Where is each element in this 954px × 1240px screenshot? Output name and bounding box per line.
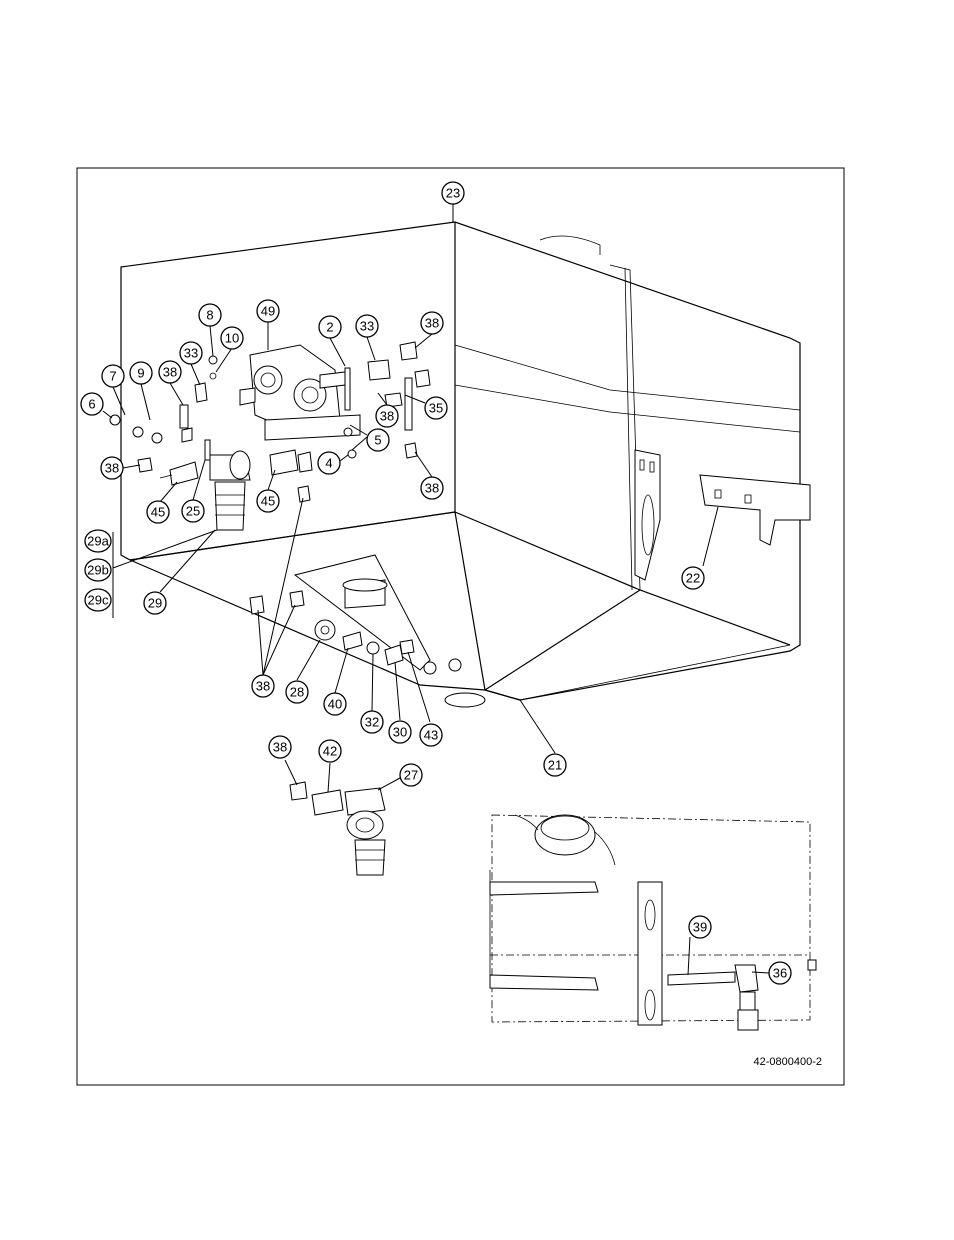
callout-27-text: 27 — [404, 768, 418, 783]
callout-29-text: 29 — [148, 596, 162, 611]
pump-assembly — [239, 344, 361, 441]
callout-40: 40 — [323, 692, 347, 716]
callout-4-text: 4 — [325, 456, 332, 471]
hose-fittings-right — [208, 341, 431, 459]
callout-38-text: 38 — [380, 409, 394, 424]
callout-39: 39 — [688, 915, 712, 939]
callout-35-text: 35 — [429, 401, 443, 416]
callout-43-text: 43 — [424, 728, 438, 743]
callout-7: 7 — [101, 364, 125, 388]
callout-35: 35 — [424, 396, 448, 420]
callout-28: 28 — [285, 680, 309, 704]
callout-30: 30 — [388, 720, 412, 744]
callout-45-text: 45 — [151, 505, 165, 520]
callout-43: 43 — [419, 723, 443, 747]
callout-9-text: 9 — [137, 366, 144, 381]
callout-39-text: 39 — [693, 920, 707, 935]
callout-29: 29 — [143, 591, 167, 615]
callout-29c: 29c — [84, 588, 112, 612]
document-number: 42-0800400-2 — [753, 1056, 822, 1068]
callout-38: 38 — [100, 456, 124, 480]
callout-38-text: 38 — [425, 316, 439, 331]
callout-29a-text: 29a — [87, 534, 109, 549]
callout-28-text: 28 — [290, 685, 304, 700]
callout-23-text: 23 — [446, 186, 460, 201]
callout-36: 36 — [768, 961, 792, 985]
callout-29b-text: 29b — [87, 563, 109, 578]
callout-45: 45 — [256, 489, 280, 513]
callout-22: 22 — [681, 566, 705, 590]
callout-42-text: 42 — [323, 744, 337, 759]
filter-assembly — [289, 781, 386, 876]
callout-7-text: 7 — [109, 369, 116, 384]
callout-49: 49 — [256, 299, 280, 323]
sump-fittings — [249, 590, 415, 666]
callout-4: 4 — [317, 451, 341, 475]
callout-21: 21 — [543, 753, 567, 777]
callout-22-text: 22 — [686, 571, 700, 586]
figure-border — [76, 167, 845, 1086]
callout-30-text: 30 — [393, 725, 407, 740]
callout-5-text: 5 — [374, 433, 381, 448]
callout-38-text: 38 — [105, 461, 119, 476]
callout-45: 45 — [146, 500, 170, 524]
callout-6: 6 — [80, 392, 104, 416]
callout-38: 38 — [268, 735, 292, 759]
line-strainer — [204, 439, 251, 531]
callout-38: 38 — [158, 360, 182, 384]
callout-38-text: 38 — [273, 740, 287, 755]
inset-detail — [489, 814, 817, 1031]
callout-38: 38 — [251, 674, 275, 698]
callout-29c-text: 29c — [88, 593, 109, 608]
callout-38-text: 38 — [163, 365, 177, 380]
callout-40-text: 40 — [328, 697, 342, 712]
callout-32: 32 — [360, 710, 384, 734]
hose-fittings-left — [109, 382, 313, 503]
callout-33: 33 — [179, 341, 203, 365]
callout-2: 2 — [318, 315, 342, 339]
callout-8: 8 — [198, 303, 222, 327]
leader-lines — [102, 204, 770, 976]
callout-25-text: 25 — [186, 504, 200, 519]
callout-29b: 29b — [84, 558, 112, 582]
callout-33: 33 — [355, 314, 379, 338]
callout-6-text: 6 — [88, 397, 95, 412]
callout-49-text: 49 — [261, 304, 275, 319]
callout-29a: 29a — [84, 529, 112, 553]
callout-9: 9 — [129, 361, 153, 385]
callout-10-text: 10 — [225, 331, 239, 346]
callout-5: 5 — [366, 428, 390, 452]
callout-27: 27 — [399, 763, 423, 787]
callout-38: 38 — [420, 476, 444, 500]
callout-32-text: 32 — [365, 715, 379, 730]
callout-42: 42 — [318, 739, 342, 763]
callout-38: 38 — [420, 311, 444, 335]
callout-38-text: 38 — [425, 481, 439, 496]
callout-23: 23 — [441, 181, 465, 205]
callout-25: 25 — [181, 499, 205, 523]
callout-10: 10 — [220, 326, 244, 350]
callout-2-text: 2 — [326, 320, 333, 335]
callout-38-text: 38 — [256, 679, 270, 694]
callout-36-text: 36 — [773, 966, 787, 981]
callout-45-text: 45 — [261, 494, 275, 509]
callout-8-text: 8 — [206, 308, 213, 323]
callout-38: 38 — [375, 404, 399, 428]
callout-33-text: 33 — [360, 319, 374, 334]
callout-33-text: 33 — [184, 346, 198, 361]
callout-21-text: 21 — [548, 758, 562, 773]
